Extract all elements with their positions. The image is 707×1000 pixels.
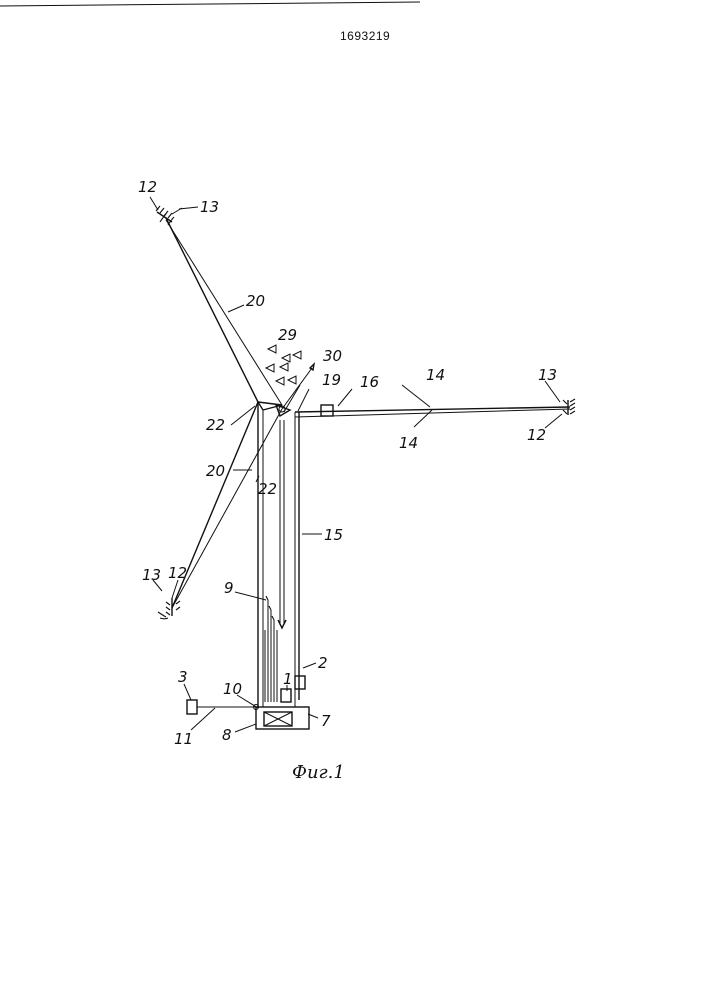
horizontal-cableway — [295, 407, 570, 707]
label-20-upper: 20 — [246, 292, 265, 310]
guy-cable-upper — [166, 218, 282, 405]
label-9: 9 — [224, 579, 234, 597]
label-14-upper: 14 — [426, 366, 445, 384]
load-markers — [266, 345, 301, 385]
label-20-lower: 20 — [206, 462, 225, 480]
label-16: 16 — [360, 373, 379, 391]
carriage-block — [321, 405, 333, 416]
descent-arrow — [278, 420, 286, 628]
label-2: 2 — [318, 654, 328, 672]
label-22-lower: 22 — [258, 480, 277, 498]
label-12-top: 12 — [138, 178, 157, 196]
label-15: 15 — [324, 526, 343, 544]
anchor-upper-left — [156, 206, 182, 225]
pipe-stack — [265, 596, 277, 702]
label-13-left: 13 — [142, 566, 161, 584]
label-3: 3 — [178, 668, 188, 686]
arrows — [282, 364, 314, 412]
anchor-lower-left — [158, 598, 180, 619]
label-8: 8 — [222, 726, 232, 744]
label-30: 30 — [323, 347, 342, 365]
winch-1 — [281, 689, 291, 702]
label-13-top: 13 — [200, 198, 219, 216]
page-top-rule — [0, 2, 420, 6]
label-13-right: 13 — [538, 366, 557, 384]
winch-2 — [295, 676, 305, 689]
label-29: 29 — [278, 326, 297, 344]
label-7: 7 — [321, 712, 331, 730]
label-11: 11 — [174, 730, 193, 748]
label-14-lower: 14 — [399, 434, 418, 452]
label-22-left: 22 — [206, 416, 225, 434]
label-10: 10 — [223, 680, 242, 698]
document-number: 1693219 — [340, 29, 390, 43]
guy-cable-lower — [172, 402, 282, 608]
base-platform — [256, 707, 309, 729]
mast — [258, 402, 282, 707]
label-1: 1 — [283, 670, 293, 688]
label-12-right: 12 — [527, 426, 546, 444]
figure-caption: Фиг.1 — [292, 762, 345, 783]
label-12-left: 12 — [168, 564, 187, 582]
label-19: 19 — [322, 371, 341, 389]
